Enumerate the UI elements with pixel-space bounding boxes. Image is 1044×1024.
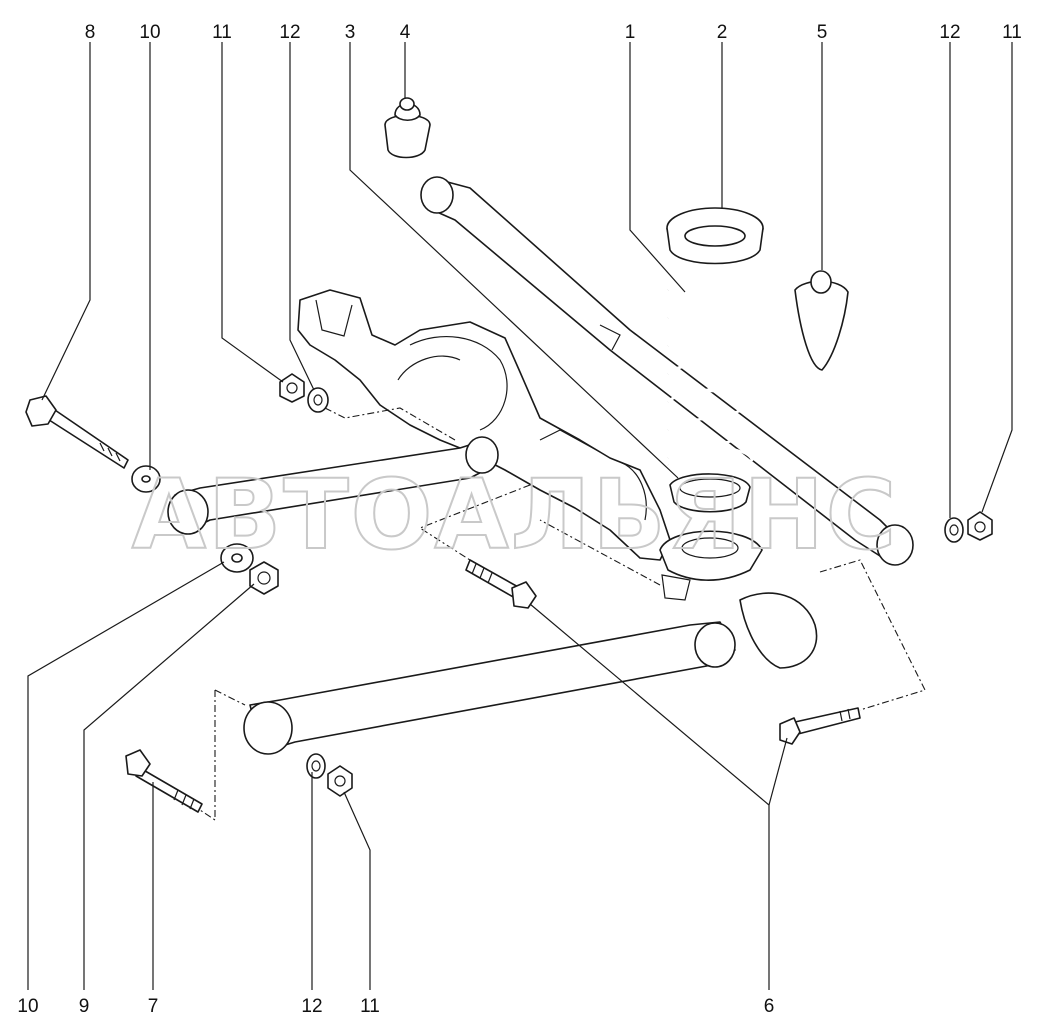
nut-11-top-left — [279, 373, 305, 403]
nut-11-bottom — [327, 765, 353, 797]
leader-lines — [27, 42, 1013, 990]
callout-5: 5 — [817, 22, 828, 43]
bolt-6-upper — [465, 559, 537, 609]
front-upper-rod — [167, 436, 499, 535]
washer-12-top-left — [307, 387, 329, 413]
washer-12-right — [944, 517, 964, 543]
coil-spring — [667, 277, 754, 513]
callout-12-bottom: 12 — [301, 996, 322, 1017]
callout-9: 9 — [79, 996, 90, 1017]
bolt-8 — [25, 395, 129, 469]
protective-boot — [794, 270, 849, 371]
callout-7: 7 — [148, 996, 159, 1017]
callout-11-top: 11 — [212, 22, 232, 43]
assembly-axis-lines — [199, 407, 926, 822]
callout-6: 6 — [764, 996, 775, 1017]
compression-buffer — [384, 97, 431, 159]
washer-10-top — [131, 465, 161, 493]
lower-spring-seat — [659, 530, 763, 581]
washer-10-lower — [220, 543, 254, 573]
callout-10-top: 10 — [139, 22, 160, 43]
upper-spring-insulator — [666, 207, 764, 265]
lower-longitudinal-rod — [243, 592, 818, 755]
upper-longitudinal-rod — [420, 176, 914, 566]
callout-3: 3 — [345, 22, 356, 43]
bolt-7 — [125, 749, 203, 813]
callout-8: 8 — [85, 22, 96, 43]
watermark-text: АВТОАЛЬЯНС — [132, 459, 898, 571]
callout-labels-top: 8 10 11 12 3 4 1 2 5 12 11 — [85, 22, 1022, 43]
callout-2: 2 — [717, 22, 728, 43]
nut-9 — [249, 561, 279, 595]
callout-4: 4 — [400, 22, 411, 43]
callout-11-bottom: 11 — [360, 996, 380, 1017]
callout-10-bottom: 10 — [17, 996, 38, 1017]
callout-12-top-right: 12 — [939, 22, 960, 43]
rear-axle-housing — [297, 289, 691, 601]
bolt-6-lower — [779, 707, 861, 745]
washer-12-bottom — [306, 753, 326, 779]
callout-labels-bottom: 10 9 7 12 11 6 — [17, 996, 774, 1017]
nut-11-right — [967, 511, 993, 541]
callout-1: 1 — [625, 22, 636, 43]
callout-12-top: 12 — [279, 22, 300, 43]
callout-11-top-right: 11 — [1002, 22, 1022, 43]
